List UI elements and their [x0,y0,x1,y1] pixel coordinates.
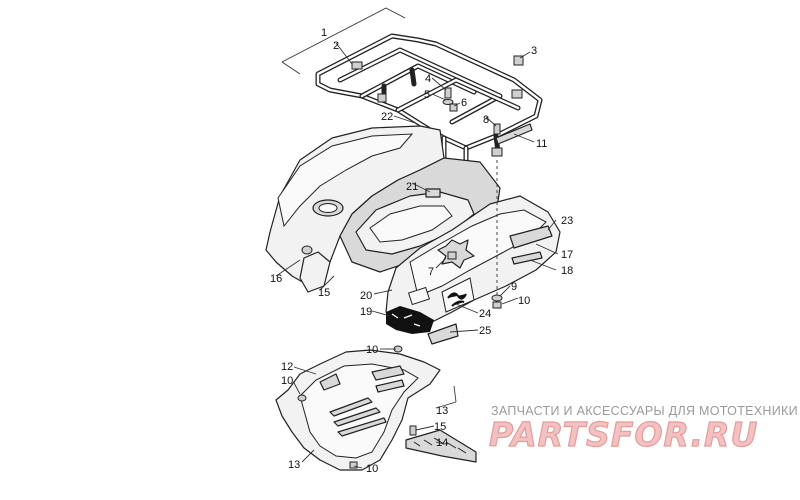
callout-5: 5 [424,89,430,101]
callout-13-left: 13 [288,459,300,471]
callout-10-rack: 10 [518,295,530,307]
watermark-tagline: ЗАПЧАСТИ И АКСЕССУАРЫ ДЛЯ МОТОТЕХНИКИ [491,404,798,418]
callout-13-right: 13 [436,405,448,417]
callout-3: 3 [531,45,537,57]
decal-plate [425,188,441,198]
callout-15-floor: 15 [434,421,446,433]
callout-10-floor-left: 10 [281,375,293,387]
callout-7: 7 [428,266,434,278]
reflector [511,251,543,265]
leader-lines [275,42,559,469]
callout-16: 16 [270,273,282,285]
footrest [405,425,477,463]
callout-14: 14 [436,437,448,449]
rack-mount-tab [511,89,523,99]
callout-25: 25 [479,325,491,337]
callout-9: 9 [511,281,517,293]
callout-10-floor-top: 10 [366,344,378,356]
washer-icon [442,99,454,105]
rack-mount-tab [351,61,363,70]
callout-22: 22 [381,111,393,123]
callout-2: 2 [333,40,339,52]
rack-mount-tab [377,93,387,103]
warning-label [407,286,431,306]
callout-4: 4 [425,73,431,85]
tail-light [509,225,553,249]
callout-18: 18 [561,265,573,277]
callout-12: 12 [281,361,293,373]
rack-hardware [442,55,524,135]
callout-19: 19 [360,306,372,318]
watermark-brand[interactable]: PARTSFOR.RU [488,414,759,454]
callout-8: 8 [483,114,489,126]
callout-1: 1 [321,27,327,39]
rear-fender [265,125,561,345]
rack-mount-tab [491,147,503,157]
bolt-icon [493,123,501,135]
callout-24: 24 [479,308,491,320]
callouts: 1 2 3 4 5 6 7 8 9 10 10 10 10 11 12 13 1… [270,27,573,475]
footwell [275,345,441,471]
callout-20: 20 [360,290,372,302]
bolt-icon [444,87,452,99]
callout-21: 21 [406,181,418,193]
nut-icon [513,55,524,66]
callout-17: 17 [561,249,573,261]
washer-icon [491,294,503,302]
side-decal [386,306,434,334]
callout-11: 11 [536,138,547,150]
nut-icon [492,301,502,309]
callout-6: 6 [461,97,467,109]
callout-10-floor-bottom: 10 [366,463,378,475]
callout-15-fender: 15 [318,287,330,299]
callout-23: 23 [561,215,573,227]
nut-icon [449,103,458,112]
